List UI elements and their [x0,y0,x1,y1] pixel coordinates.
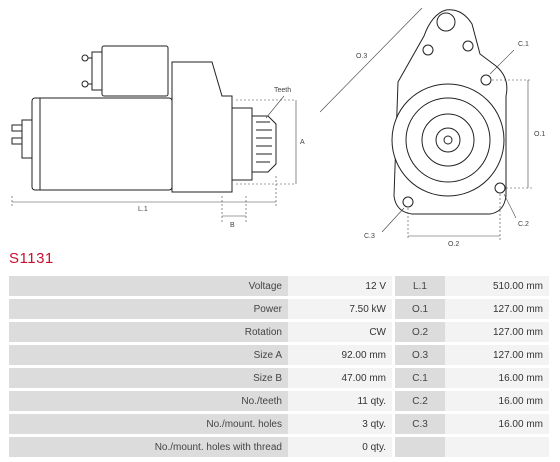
dim-c3-label: C.3 [364,233,375,240]
front-view-dimensions [319,7,532,240]
spec-label: Power [9,299,288,319]
product-code: S1131 [9,250,54,267]
dim-c1-label: C.1 [518,41,529,48]
spec-value: 7.50 kW [288,299,392,319]
spec-gap [392,345,395,365]
spec-gap [392,414,395,434]
side-view-dimensions [11,99,296,222]
front-view [391,9,508,215]
spec-value: 0 qty. [288,437,392,457]
dim-o2-label: O.2 [448,241,459,248]
dimension-label: O.1 [395,299,445,319]
dimension-value: 127.00 mm [445,345,549,365]
spec-value: 47.00 mm [288,368,392,388]
dimension-value: 510.00 mm [445,276,549,296]
dimension-value: 127.00 mm [445,299,549,319]
technical-drawing: Teeth A L.1 B O.3 C.1 O.1 C.2 C.3 O.2 [11,7,545,248]
dimension-label: C.3 [395,414,445,434]
spec-value: CW [288,322,392,342]
dimension-value: 16.00 mm [445,368,549,388]
spec-value: 12 V [288,276,392,296]
dim-a-label: A [300,139,305,146]
spec-value: 3 qty. [288,414,392,434]
spec-label: No./mount. holes [9,414,288,434]
dimension-value: 127.00 mm [445,322,549,342]
dimension-value [445,437,549,457]
spec-gap [392,391,395,411]
dim-c2-label: C.2 [518,221,529,228]
spec-label: Voltage [9,276,288,296]
spec-label: No./teeth [9,391,288,411]
dimension-label: C.1 [395,368,445,388]
spec-gap [392,322,395,342]
side-view [11,45,277,193]
spec-label: Size B [9,368,288,388]
teeth-label: Teeth [274,87,291,94]
spec-value: 92.00 mm [288,345,392,365]
dim-l1-label: L.1 [138,206,148,213]
dimension-label: C.2 [395,391,445,411]
dim-b-label: B [230,222,235,229]
dimension-label: O.2 [395,322,445,342]
spec-label: Size A [9,345,288,365]
dimension-label [395,437,445,457]
spec-value: 11 qty. [288,391,392,411]
dimension-value: 16.00 mm [445,414,549,434]
spec-label: Rotation [9,322,288,342]
dim-o3-label: O.3 [356,53,367,60]
dimension-label: O.3 [395,345,445,365]
spec-gap [392,276,395,296]
spec-gap [392,299,395,319]
spec-gap [392,368,395,388]
dimension-label: L.1 [395,276,445,296]
spec-label: No./mount. holes with thread [9,437,288,457]
spec-gap [392,437,395,457]
dimension-value: 16.00 mm [445,391,549,411]
dim-o1-label: O.1 [534,131,545,138]
